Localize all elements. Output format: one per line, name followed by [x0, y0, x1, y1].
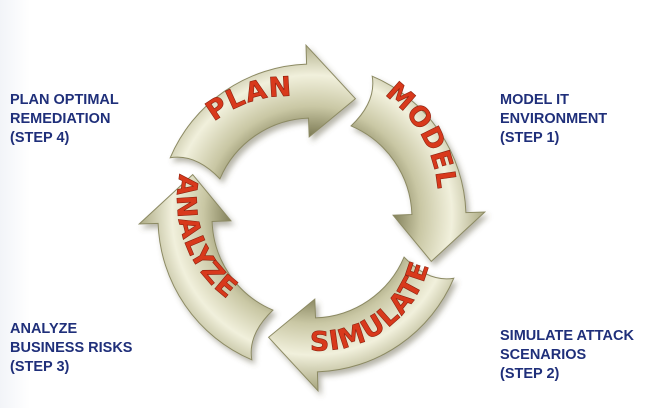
step-label-simulate: SIMULATE ATTACK SCENARIOS (STEP 2) [500, 328, 634, 382]
cycle-arrow-plan [169, 43, 357, 180]
step-label-plan: PLAN OPTIMAL REMEDIATION (STEP 4) [10, 92, 119, 146]
cycle-arrow-simulate [267, 256, 455, 393]
step-label-analyze: ANALYZE BUSINESS RISKS (STEP 3) [10, 321, 133, 375]
step-label-model: MODEL IT ENVIRONMENT (STEP 1) [500, 92, 608, 146]
cycle-arrow-analyze [137, 173, 274, 361]
cycle-arrow-model [350, 75, 487, 263]
